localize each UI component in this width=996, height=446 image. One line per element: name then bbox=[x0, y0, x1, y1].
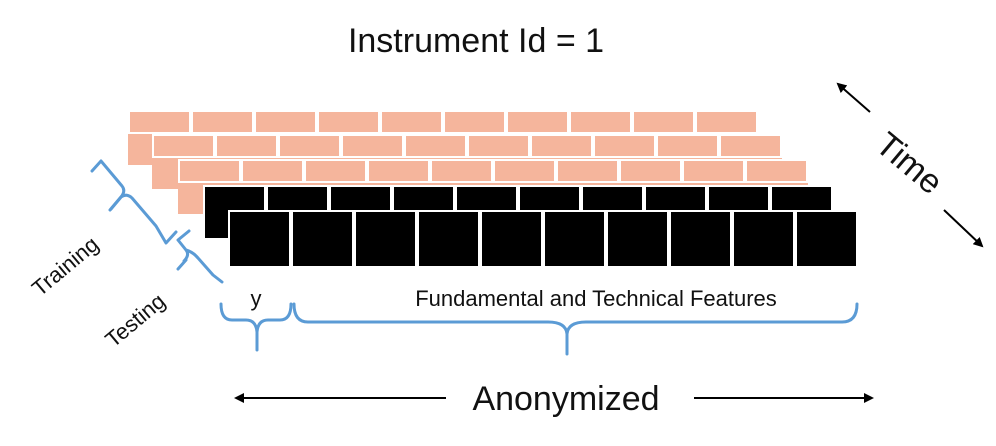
layer-cell bbox=[241, 159, 304, 183]
layer-cell bbox=[380, 110, 443, 134]
data-layers bbox=[128, 110, 858, 268]
layer-cell bbox=[178, 159, 241, 183]
features-brace bbox=[292, 302, 859, 356]
testing-brace-tip bbox=[176, 258, 188, 271]
features-label: Fundamental and Technical Features bbox=[415, 286, 777, 311]
layer-cell bbox=[493, 159, 556, 183]
target-label: y bbox=[251, 286, 262, 311]
layer-cell bbox=[506, 110, 569, 134]
target-brace bbox=[219, 302, 293, 352]
layer-cell bbox=[556, 159, 619, 183]
diagram-title: Instrument Id = 1 bbox=[348, 22, 604, 60]
layer-cell bbox=[467, 134, 530, 158]
layer-cell bbox=[543, 210, 606, 268]
layer-cell bbox=[719, 134, 782, 158]
layer-cell bbox=[606, 210, 669, 268]
layer-cell bbox=[569, 110, 632, 134]
layer-cell bbox=[341, 134, 404, 158]
layer-cell bbox=[632, 110, 695, 134]
layer-cell bbox=[152, 134, 215, 158]
layer-cell bbox=[480, 210, 543, 268]
time-arrow-lower bbox=[943, 209, 984, 248]
layer-cell bbox=[417, 210, 480, 268]
layer-cell bbox=[215, 134, 278, 158]
anonymized-axis: Anonymized bbox=[234, 380, 874, 418]
layer-cell bbox=[404, 134, 467, 158]
layer-cell bbox=[669, 210, 732, 268]
time-label: Time bbox=[868, 125, 949, 202]
layer-cell bbox=[278, 134, 341, 158]
layer-cell bbox=[530, 134, 593, 158]
layer-cell bbox=[443, 110, 506, 134]
layer-cell bbox=[619, 159, 682, 183]
layer-cell bbox=[367, 159, 430, 183]
layer-cell bbox=[593, 134, 656, 158]
training-label: Training bbox=[27, 231, 103, 301]
layer-cell bbox=[317, 110, 380, 134]
layer-cell bbox=[304, 159, 367, 183]
layer-cell bbox=[745, 159, 808, 183]
layer-cell bbox=[795, 210, 858, 268]
time-axis: Time bbox=[836, 82, 984, 248]
layer-cell bbox=[128, 110, 191, 134]
testing-label: Testing bbox=[100, 288, 169, 352]
layer-cell bbox=[291, 210, 354, 268]
layer-cell bbox=[228, 210, 291, 268]
layer-cell bbox=[732, 210, 795, 268]
layer-cell bbox=[430, 159, 493, 183]
layer-cell bbox=[254, 110, 317, 134]
anonymized-label: Anonymized bbox=[472, 380, 659, 418]
layer-cell bbox=[695, 110, 758, 134]
training-brace-tip bbox=[108, 195, 123, 212]
testing-layer-5 bbox=[228, 210, 858, 268]
layer-cell bbox=[682, 159, 745, 183]
time-arrow-upper bbox=[836, 82, 871, 113]
layer-cell bbox=[656, 134, 719, 158]
layer-cell bbox=[354, 210, 417, 268]
layer-cell bbox=[191, 110, 254, 134]
